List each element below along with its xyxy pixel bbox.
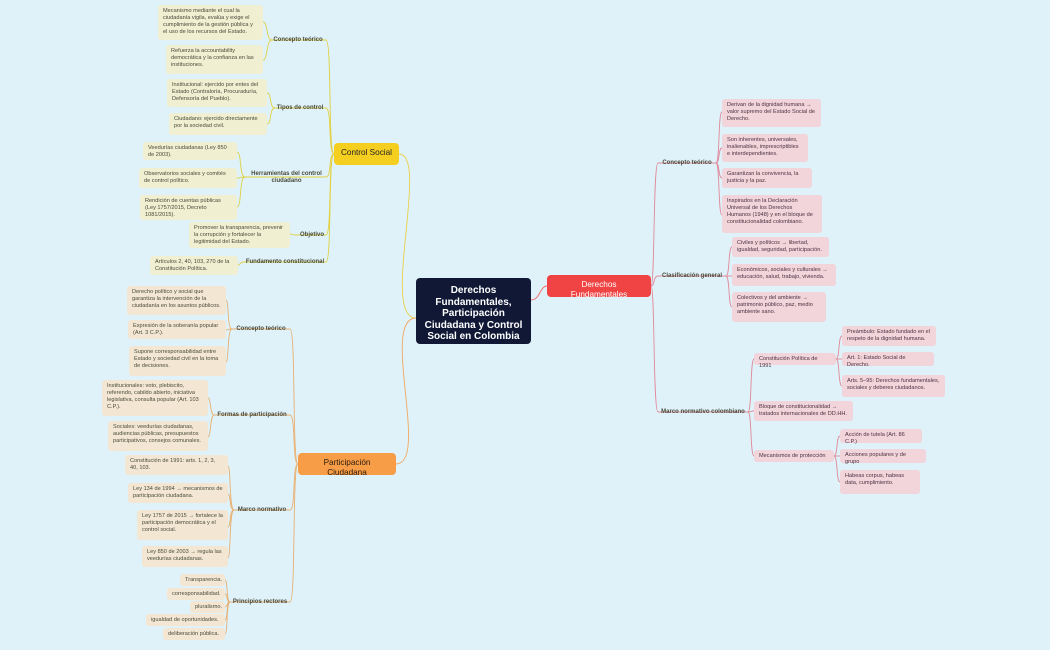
df-bloque-item: Bloque de constitucionalidad → tratados … xyxy=(754,401,853,421)
cs-tipos-item-2: Ciudadano: ejercido directamente por la … xyxy=(169,113,267,135)
pc-principios-item-2: corresponsabilidad. xyxy=(167,588,225,600)
pc-marco-item-3: Ley 1757 de 2015 → fortalece la particip… xyxy=(137,510,228,540)
df-clasificacion-label[interactable]: Clasificación general xyxy=(661,273,723,279)
df-marco-label[interactable]: Marco normativo colombiano xyxy=(661,409,745,415)
cs-herramientas-item-3: Rendición de cuentas públicas (Ley 1757/… xyxy=(140,195,237,220)
branch-participacion-ciudadana[interactable]: Participación Ciudadana xyxy=(298,453,396,477)
cs-objetivo-item-1: Promover la transparencia, prevenir la c… xyxy=(189,222,290,248)
pc-principios-item-3: pluralismo. xyxy=(190,601,225,613)
cs-fundamento-label[interactable]: Fundamento constitucional xyxy=(245,259,325,265)
root-node[interactable]: Derechos Fundamentales, Participación Ci… xyxy=(416,278,531,344)
df-mecanismos-item-3: Habeas corpus, habeas data, cumplimiento… xyxy=(840,470,920,494)
df-clasificacion-item-1: Civiles y políticos → libertad, igualdad… xyxy=(732,237,829,257)
pc-concepto-item-3: Supone corresponsabilidad entre Estado y… xyxy=(129,346,226,376)
pc-formas-item-1: Institucionales: voto, plebiscito, refer… xyxy=(102,380,208,416)
pc-formas-item-2: Sociales: veedurías ciudadanas, audienci… xyxy=(108,421,208,451)
pc-concepto-item-2: Expresión de la soberanía popular (Art. … xyxy=(128,320,226,339)
df-constitucion-item-3: Arts. 5–95: Derechos fundamentales, soci… xyxy=(842,375,945,397)
pc-principios-item-5: deliberación pública. xyxy=(163,628,225,640)
cs-concepto-item-1: Mecanismo mediante el cual la ciudadanía… xyxy=(158,5,263,40)
df-mecanismos-item-2: Acciones populares y de grupo xyxy=(840,449,926,465)
cs-objetivo-label[interactable]: Objetivo xyxy=(299,232,324,238)
cs-tipos-item-1: Institucional: ejercido por entes del Es… xyxy=(167,79,267,107)
pc-principios-item-1: Transparencia. xyxy=(180,574,225,586)
df-clasificacion-item-2: Económicos, sociales y culturales → educ… xyxy=(732,264,836,286)
cs-herramientas-item-2: Observatorios sociales y comités de cont… xyxy=(139,168,237,188)
df-mecanismos-item-1: Acción de tutela (Art. 86 C.P.) xyxy=(840,429,922,445)
cs-concepto-label[interactable]: Concepto teórico xyxy=(273,37,323,43)
branch-derechos-fundamentales[interactable]: Derechos Fundamentales xyxy=(547,275,651,299)
pc-principios-label[interactable]: Principios rectores xyxy=(232,599,288,605)
df-concepto-item-3: Garantizan la convivencia, la justicia y… xyxy=(722,168,812,188)
cs-herramientas-label[interactable]: Herramientas del control ciudadano xyxy=(251,171,322,184)
df-concepto-item-1: Derivan de la dignidad humana → valor su… xyxy=(722,99,821,127)
pc-marco-item-2: Ley 134 de 1994 → mecanismos de particip… xyxy=(128,483,228,503)
df-concepto-item-2: Son inherentes, universales, inalienable… xyxy=(722,134,808,162)
df-mecanismos-label[interactable]: Mecanismos de protección xyxy=(754,450,834,462)
cs-tipos-label[interactable]: Tipos de control xyxy=(276,105,324,111)
pc-marco-item-1: Constitución de 1991: arts. 1, 2, 3, 40,… xyxy=(125,455,228,475)
df-constitucion-item-2: Art. 1: Estado Social de Derecho. xyxy=(842,352,934,368)
df-constitucion-label[interactable]: Constitución Política de 1991 xyxy=(754,353,836,369)
branch-control-social[interactable]: Control Social xyxy=(334,143,399,165)
pc-concepto-label[interactable]: Concepto teórico xyxy=(236,326,286,332)
pc-marco-label[interactable]: Marco normativo xyxy=(237,507,287,513)
pc-formas-label[interactable]: Formas de participación xyxy=(217,412,287,418)
cs-concepto-item-2: Refuerza la accountability democrática y… xyxy=(166,45,263,74)
df-concepto-label[interactable]: Concepto teórico xyxy=(662,160,712,166)
pc-concepto-item-1: Derecho político y social que garantiza … xyxy=(127,286,226,315)
df-concepto-item-4: Inspirados en la Declaración Universal d… xyxy=(722,195,822,233)
pc-principios-item-4: igualdad de oportunidades. xyxy=(146,614,225,626)
df-constitucion-item-1: Preámbulo: Estado fundado en el respeto … xyxy=(842,326,936,346)
cs-fundamento-item-1: Artículos 2, 40, 103, 270 de la Constitu… xyxy=(150,256,238,275)
pc-marco-item-4: Ley 850 de 2003 → regula las veedurías c… xyxy=(142,546,228,567)
df-clasificacion-item-3: Colectivos y del ambiente → patrimonio p… xyxy=(732,292,826,322)
cs-herramientas-item-1: Veedurías ciudadanas (Ley 850 de 2003). xyxy=(143,142,237,160)
